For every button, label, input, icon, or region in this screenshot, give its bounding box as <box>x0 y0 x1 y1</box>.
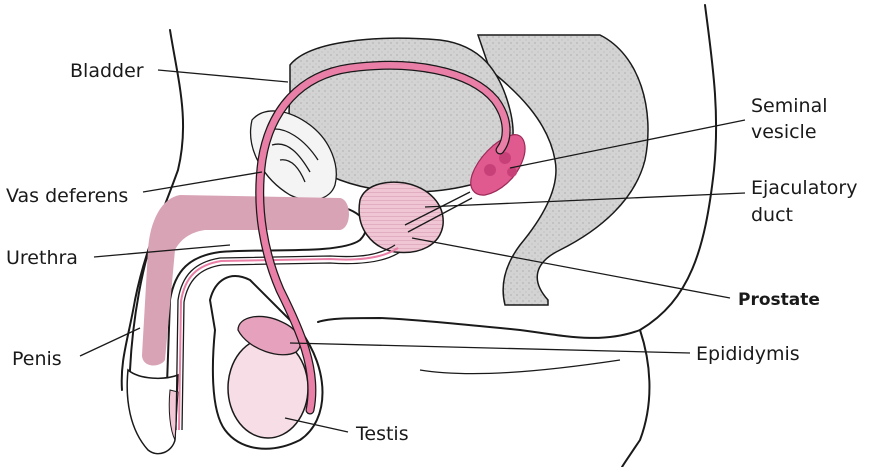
label-seminal-vesicle-line1: Seminal <box>751 95 828 117</box>
label-vas-deferens: Vas deferens <box>6 185 128 207</box>
label-seminal-vesicle-line2: vesicle <box>751 121 817 143</box>
label-penis: Penis <box>12 348 62 370</box>
label-urethra: Urethra <box>6 247 78 269</box>
testis <box>228 338 308 438</box>
label-ejaculatory-duct-line1: Ejaculatory <box>751 177 857 199</box>
label-epididymis: Epididymis <box>696 343 800 365</box>
label-prostate: Prostate <box>738 290 820 310</box>
label-testis: Testis <box>355 423 409 445</box>
label-bladder: Bladder <box>70 60 144 82</box>
label-ejaculatory-duct-line2: duct <box>751 204 793 226</box>
